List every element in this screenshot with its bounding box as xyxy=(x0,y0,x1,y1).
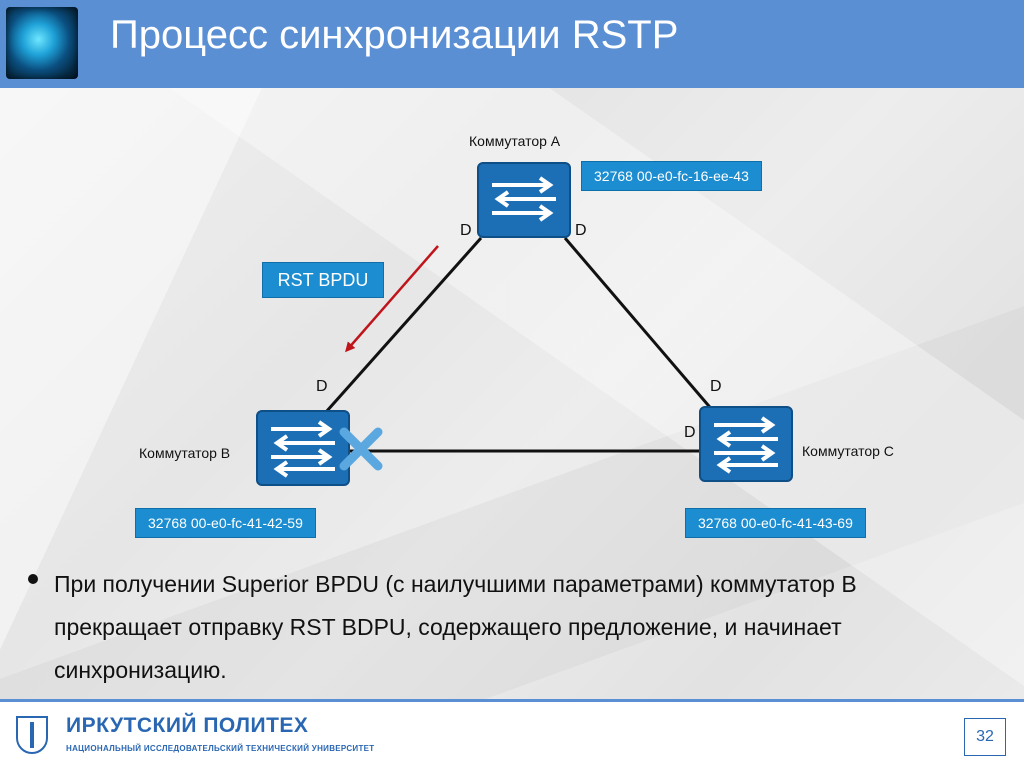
switch-a-port-left: D xyxy=(460,222,472,239)
switch-a-address: 32768 00-e0-fc-16-ee-43 xyxy=(581,161,762,191)
page-number: 32 xyxy=(964,718,1006,756)
switch-b-icon xyxy=(256,410,350,486)
switch-c-port-left: D xyxy=(684,424,696,441)
switch-c-port-top: D xyxy=(710,378,722,395)
switch-b-port: D xyxy=(316,378,328,395)
switch-c-address: 32768 00-e0-fc-41-43-69 xyxy=(685,508,866,538)
bpdu-arrow xyxy=(345,245,439,353)
slide-title: Процесс синхронизации RSTP xyxy=(110,13,679,57)
rst-bpdu-label: RST BPDU xyxy=(262,262,384,298)
bullet-dot-icon xyxy=(28,574,38,584)
switch-b-label: Коммутатор B xyxy=(139,445,231,461)
network-diagram xyxy=(256,162,793,486)
link-a-b xyxy=(316,237,483,422)
switch-c-label: Коммутатор C xyxy=(802,443,894,459)
switch-a-label: Коммутатор A xyxy=(469,133,561,149)
bullet-text: При получении Superior BPDU (с наилучшим… xyxy=(54,571,857,683)
globe-network-icon xyxy=(6,7,78,79)
link-a-c xyxy=(563,237,716,413)
switch-a-port-right: D xyxy=(575,222,587,239)
switch-b-address: 32768 00-e0-fc-41-42-59 xyxy=(135,508,316,538)
university-logo-icon xyxy=(16,716,48,754)
footer-divider xyxy=(0,699,1024,702)
slide-footer: ИРКУТСКИЙ ПОЛИТЕХ НАЦИОНАЛЬНЫЙ ИССЛЕДОВА… xyxy=(0,702,1024,767)
switch-c-icon xyxy=(699,406,793,482)
switch-a-icon xyxy=(477,162,571,238)
university-subtitle: НАЦИОНАЛЬНЫЙ ИССЛЕДОВАТЕЛЬСКИЙ ТЕХНИЧЕСК… xyxy=(66,744,375,753)
blocked-port-x-icon xyxy=(339,427,383,471)
university-name: ИРКУТСКИЙ ПОЛИТЕХ xyxy=(66,714,309,737)
slide-header: Процесс синхронизации RSTP xyxy=(0,0,1024,88)
